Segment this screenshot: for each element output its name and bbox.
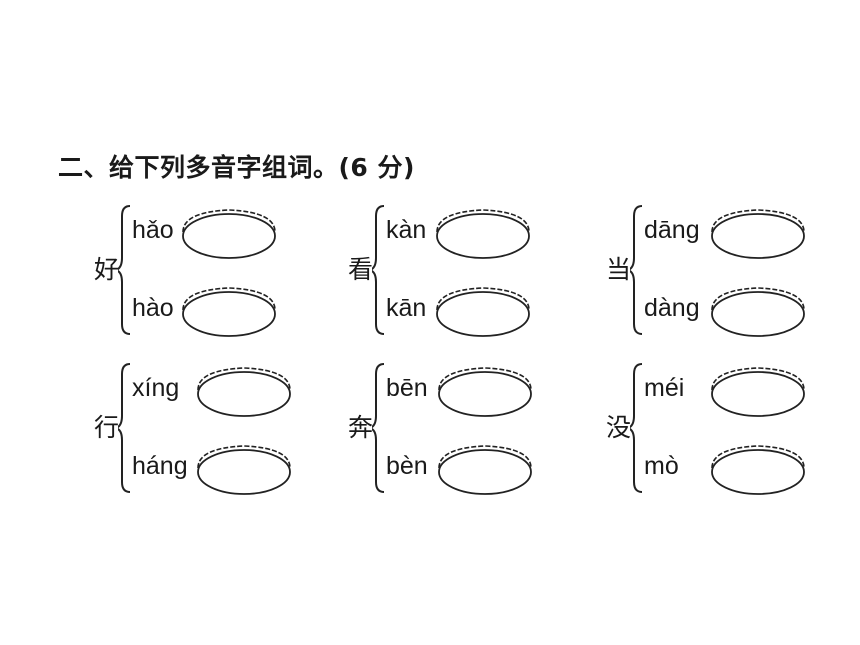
polyphone-character: 好	[94, 255, 120, 284]
pinyin-top: bēn	[386, 374, 428, 402]
answer-blank-top[interactable]	[194, 362, 294, 420]
answer-blank-top[interactable]	[433, 204, 533, 262]
answer-blank-bottom[interactable]	[708, 282, 808, 340]
pinyin-top: dāng	[644, 216, 700, 244]
answer-blank-bottom[interactable]	[194, 440, 294, 498]
pinyin-bottom: kān	[386, 294, 427, 322]
polyphone-character: 看	[348, 255, 374, 284]
polyphone-group: 看 kàn kān	[348, 200, 578, 340]
polyphone-group: 没 méi mò	[606, 358, 836, 498]
brace-icon	[630, 363, 643, 493]
polyphone-group: 好 hǎo hào	[94, 200, 324, 340]
polyphone-group: 行 xíng háng	[94, 358, 324, 498]
pinyin-top: méi	[644, 374, 685, 402]
polyphone-character: 没	[606, 413, 632, 442]
brace-icon	[372, 205, 385, 335]
pinyin-top: hǎo	[132, 216, 174, 244]
answer-blank-bottom[interactable]	[435, 440, 535, 498]
polyphone-character: 当	[606, 255, 632, 284]
pinyin-bottom: hào	[132, 294, 174, 322]
pinyin-bottom: mò	[644, 452, 679, 480]
polyphone-character: 行	[94, 413, 120, 442]
pinyin-bottom: bèn	[386, 452, 428, 480]
answer-blank-top[interactable]	[708, 362, 808, 420]
pinyin-bottom: háng	[132, 452, 188, 480]
question-title: 二、给下列多音字组词。(6 分)	[58, 153, 415, 182]
polyphone-group: 奔 bēn bèn	[348, 358, 578, 498]
brace-icon	[118, 363, 131, 493]
polyphone-group: 当 dāng dàng	[606, 200, 836, 340]
brace-icon	[630, 205, 643, 335]
brace-icon	[372, 363, 385, 493]
answer-blank-bottom[interactable]	[708, 440, 808, 498]
answer-blank-bottom[interactable]	[433, 282, 533, 340]
pinyin-bottom: dàng	[644, 294, 700, 322]
answer-blank-top[interactable]	[708, 204, 808, 262]
pinyin-top: kàn	[386, 216, 427, 244]
pinyin-top: xíng	[132, 374, 180, 402]
polyphone-character: 奔	[348, 413, 374, 442]
answer-blank-bottom[interactable]	[179, 282, 279, 340]
answer-blank-top[interactable]	[435, 362, 535, 420]
answer-blank-top[interactable]	[179, 204, 279, 262]
brace-icon	[118, 205, 131, 335]
